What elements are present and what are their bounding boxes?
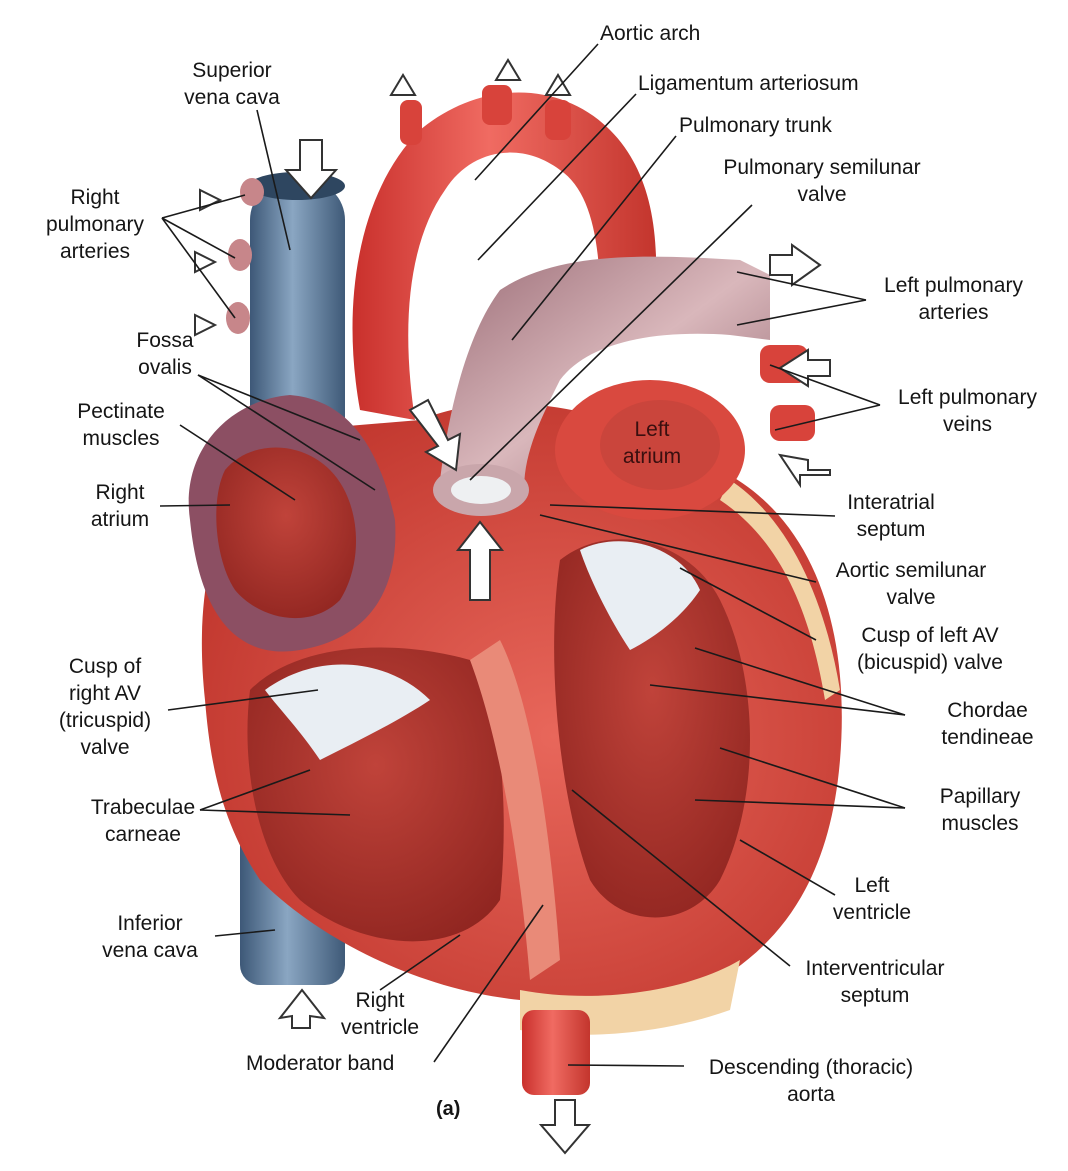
label-left-pulmonary-arteries: Left pulmonary arteries xyxy=(884,274,1023,324)
label-descending-aorta: Descending (thoracic) aorta xyxy=(708,1056,914,1106)
label-cusp-left-av: Cusp of left AV (bicuspid) valve xyxy=(857,624,1003,674)
figure-caption: (a) xyxy=(436,1098,461,1120)
heart-body-illustration xyxy=(188,380,842,1035)
label-left-pulmonary-veins: Left pulmonary veins xyxy=(898,386,1037,436)
label-interatrial-septum: Interatrial septum xyxy=(847,491,935,541)
label-chordae-tendineae: Chordae tendineae xyxy=(941,699,1034,749)
label-right-ventricle: Right ventricle xyxy=(340,989,420,1039)
pulmonary-trunk-illustration xyxy=(433,256,770,516)
label-interventricular-septum: Interventricular septum xyxy=(805,957,945,1007)
label-trabeculae-carneae: Trabeculae carneae xyxy=(90,796,196,846)
label-right-pulmonary-arteries: Right pulmonary arteries xyxy=(45,186,145,263)
label-papillary-muscles: Papillary muscles xyxy=(939,785,1021,835)
label-left-atrium: Left atrium xyxy=(622,418,682,468)
blood-flow-arrows xyxy=(194,58,831,1155)
label-fossa-ovalis: Fossa ovalis xyxy=(136,329,194,379)
label-ligamentum-arteriosum: Ligamentum arteriosum xyxy=(638,72,859,95)
label-superior-vena-cava: Superior vena cava xyxy=(184,59,280,109)
label-pulmonary-semilunar-valve: Pulmonary semilunar valve xyxy=(723,156,921,206)
label-right-atrium: Right atrium xyxy=(90,481,150,531)
label-inferior-vena-cava: Inferior vena cava xyxy=(102,912,198,962)
label-moderator-band: Moderator band xyxy=(246,1052,395,1075)
leader-lines xyxy=(159,43,906,1067)
aorta-illustration xyxy=(352,85,815,1095)
label-pectinate-muscles: Pectinate muscles xyxy=(77,400,165,450)
label-aortic-arch: Aortic arch xyxy=(600,22,701,45)
label-pulmonary-trunk: Pulmonary trunk xyxy=(679,114,832,137)
label-aortic-semilunar-valve: Aortic semilunar valve xyxy=(835,559,987,609)
label-left-ventricle: Left ventricle xyxy=(832,874,912,924)
label-cusp-right-av: Cusp of right AV (tricuspid) valve xyxy=(58,655,152,759)
